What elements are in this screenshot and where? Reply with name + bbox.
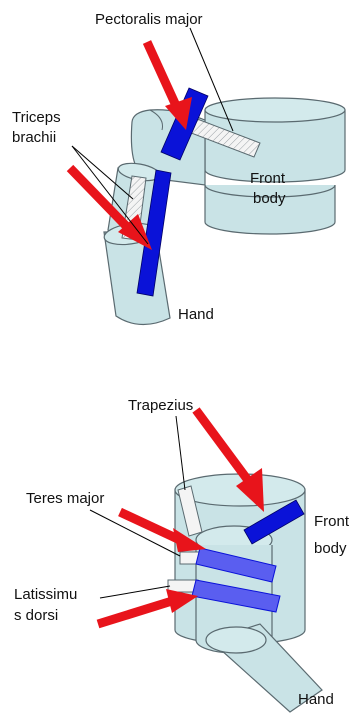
label-teres-major: Teres major bbox=[26, 490, 104, 507]
label-hand-top: Hand bbox=[178, 306, 214, 323]
label-latissimus-line2: s dorsi bbox=[14, 607, 58, 624]
label-front-body-line1-bottom: Front bbox=[314, 513, 350, 530]
label-triceps-line2: brachii bbox=[12, 129, 56, 146]
top-diagram: Pectoralis major Triceps brachii Front b… bbox=[12, 11, 345, 325]
label-front-body-line1: Front bbox=[250, 170, 286, 187]
label-triceps-line1: Triceps bbox=[12, 109, 61, 126]
bottom-diagram: Trapezius Teres major Front body Latissi… bbox=[14, 397, 350, 712]
label-trapezius: Trapezius bbox=[128, 397, 193, 414]
leader-trapezius bbox=[176, 416, 185, 490]
label-hand-bottom: Hand bbox=[298, 691, 334, 708]
label-latissimus-line1: Latissimu bbox=[14, 586, 77, 603]
label-pectoralis-major: Pectoralis major bbox=[95, 11, 203, 28]
label-front-body-line2: body bbox=[253, 190, 286, 207]
leader-latissimus bbox=[100, 586, 170, 598]
label-front-body-line2-bottom: body bbox=[314, 540, 347, 557]
